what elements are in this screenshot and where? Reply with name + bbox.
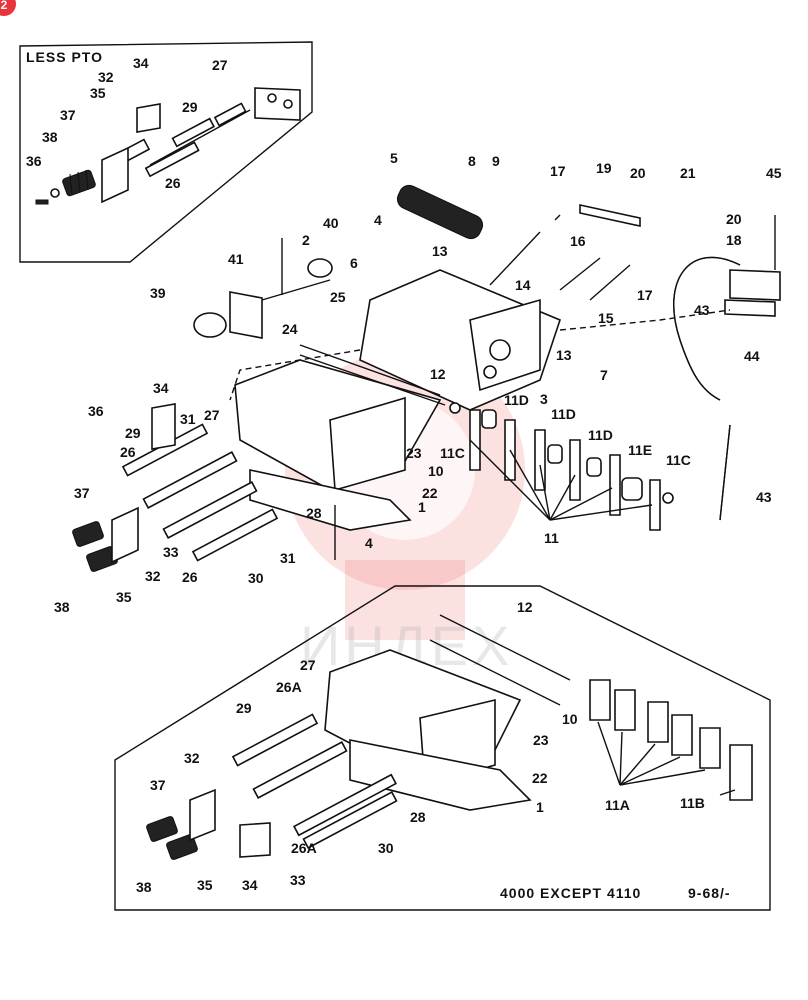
callout: 20 — [726, 211, 742, 227]
callout: 28 — [410, 809, 426, 825]
callout: 22 — [532, 770, 548, 786]
bottom-inset-date: 9-68/- — [688, 885, 731, 901]
less-pto-caption: LESS PTO — [26, 49, 103, 65]
callout: 11 — [544, 530, 559, 546]
callout: 26A — [276, 679, 302, 695]
callout: 8 — [468, 153, 476, 169]
callout: 32 — [98, 69, 114, 85]
callout: 39 — [150, 285, 166, 301]
callout: 33 — [163, 544, 179, 560]
callout: 34 — [242, 877, 258, 893]
callout: 38 — [54, 599, 70, 615]
valve-body-upper — [193, 184, 781, 521]
callout: 31 — [180, 411, 196, 427]
callout: 23 — [533, 732, 549, 748]
callout: 9 — [492, 153, 500, 169]
bottom-inset: 4000 EXCEPT 4110 9-68/- — [114, 585, 771, 911]
valve-body-middle — [72, 344, 674, 572]
callout: 36 — [88, 403, 104, 419]
callout: 15 — [598, 310, 614, 326]
callout: 27 — [204, 407, 220, 423]
callout: 11D — [504, 392, 529, 408]
callout: 16 — [570, 233, 586, 249]
callout: 31 — [280, 550, 296, 566]
callout: 1 — [536, 799, 544, 815]
callout: 29 — [125, 425, 141, 441]
callout: 18 — [726, 232, 742, 248]
callout: 11D — [551, 406, 576, 422]
callout: 40 — [323, 215, 339, 231]
callout: 35 — [197, 877, 213, 893]
callout: 13 — [556, 347, 572, 363]
callout: 5 — [390, 150, 398, 166]
callout: 11A — [605, 797, 630, 813]
page-badge: 2 — [0, 0, 16, 16]
callout: 14 — [515, 277, 531, 293]
callout: 34 — [133, 55, 149, 71]
callout: 35 — [90, 85, 106, 101]
callout: 43 — [694, 302, 710, 318]
callout: 10 — [562, 711, 578, 727]
callout: 13 — [432, 243, 448, 259]
callout: 12 — [430, 366, 446, 382]
callout: 44 — [744, 348, 760, 364]
callout: 43 — [756, 489, 772, 505]
callout: 30 — [378, 840, 394, 856]
svg-text:2: 2 — [1, 0, 8, 12]
callout: 34 — [153, 380, 169, 396]
callout: 26 — [182, 569, 198, 585]
callout: 26 — [165, 175, 181, 191]
callout: 37 — [150, 777, 166, 793]
callout: 10 — [428, 463, 444, 479]
callout: 26 — [120, 444, 136, 460]
callout: 35 — [116, 589, 132, 605]
callout: 45 — [766, 165, 782, 181]
callout: 37 — [60, 107, 76, 123]
callout: 41 — [228, 251, 244, 267]
callout: 28 — [306, 505, 322, 521]
callout: 11C — [440, 445, 465, 461]
bottom-inset-caption: 4000 EXCEPT 4110 — [500, 885, 641, 901]
callout: 11E — [628, 442, 652, 458]
callout-labels: 34 27 32 35 29 37 38 36 26 5 8 9 17 19 2… — [26, 55, 782, 895]
callout: 4 — [374, 212, 382, 228]
callout: 27 — [300, 657, 316, 673]
callout: 26A — [291, 840, 317, 856]
callout: 37 — [74, 485, 90, 501]
callout: 21 — [680, 165, 696, 181]
callout: 38 — [42, 129, 58, 145]
less-pto-inset: LESS PTO — [19, 41, 313, 263]
callout: 19 — [596, 160, 612, 176]
callout: 6 — [350, 255, 358, 271]
callout: 33 — [290, 872, 306, 888]
callout: 3 — [540, 391, 548, 407]
callout: 2 — [302, 232, 310, 248]
callout: 24 — [282, 321, 298, 337]
callout: 27 — [212, 57, 228, 73]
callout: 25 — [330, 289, 346, 305]
callout: 22 — [422, 485, 438, 501]
callout: 36 — [26, 153, 42, 169]
callout: 17 — [637, 287, 653, 303]
callout: 17 — [550, 163, 566, 179]
callout: 32 — [184, 750, 200, 766]
callout: 11D — [588, 427, 613, 443]
callout: 32 — [145, 568, 161, 584]
callout: 23 — [406, 445, 422, 461]
callout: 29 — [236, 700, 252, 716]
callout: 12 — [517, 599, 533, 615]
callout: 29 — [182, 99, 198, 115]
callout: 7 — [600, 367, 608, 383]
callout: 11B — [680, 795, 705, 811]
callout: 20 — [630, 165, 646, 181]
callout: 38 — [136, 879, 152, 895]
callout: 1 — [418, 499, 426, 515]
callout: 30 — [248, 570, 264, 586]
callout: 11C — [666, 452, 691, 468]
callout: 4 — [365, 535, 373, 551]
